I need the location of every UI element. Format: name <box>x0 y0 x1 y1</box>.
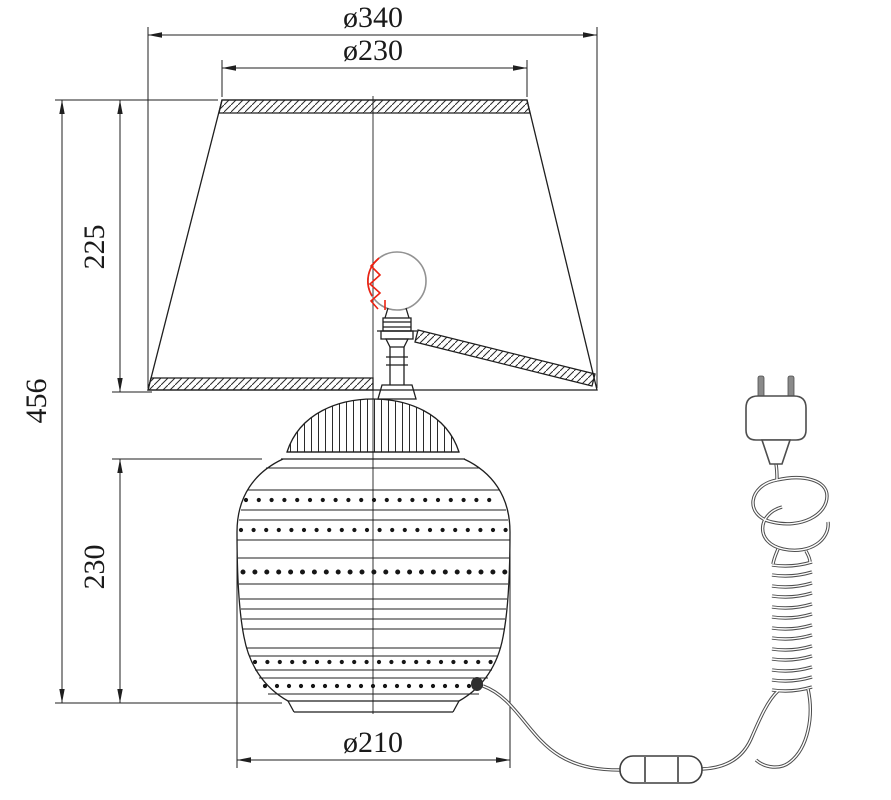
base-ridge-lines <box>237 467 510 695</box>
base-dome-ribbed <box>286 398 460 453</box>
dim-label-shade-top-diameter: ø230 <box>343 34 403 67</box>
dim-label-total-height: 456 <box>20 379 53 424</box>
plug-neck <box>760 439 792 465</box>
shade-outline <box>147 99 598 391</box>
light-bulb <box>367 251 427 311</box>
bulb-socket <box>377 307 417 400</box>
inline-switch <box>619 755 703 784</box>
shade-bottom-rim-hatch <box>147 377 374 391</box>
plug-prong-right <box>787 375 795 399</box>
dim-label-shade-outer-diameter: ø340 <box>343 1 403 34</box>
bulb-filament <box>367 257 386 310</box>
plug-body <box>745 395 807 441</box>
base-body-right <box>458 458 511 702</box>
power-plug <box>745 375 807 465</box>
base-body-left <box>236 458 289 702</box>
shade-section-rim-hatch <box>414 329 596 387</box>
dim-label-base-diameter: ø210 <box>343 726 403 759</box>
shade-top-rim-hatch <box>218 99 531 114</box>
lamp-base <box>236 398 511 713</box>
base-bead-rows <box>238 497 509 689</box>
lampshade <box>147 99 598 391</box>
power-cord <box>481 462 830 772</box>
plug-prong-left <box>757 375 765 399</box>
dim-label-shade-height: 225 <box>78 225 111 270</box>
dimension-annotations <box>55 27 598 768</box>
dim-label-body-height: 230 <box>78 545 111 590</box>
cord-grommet <box>471 677 483 691</box>
